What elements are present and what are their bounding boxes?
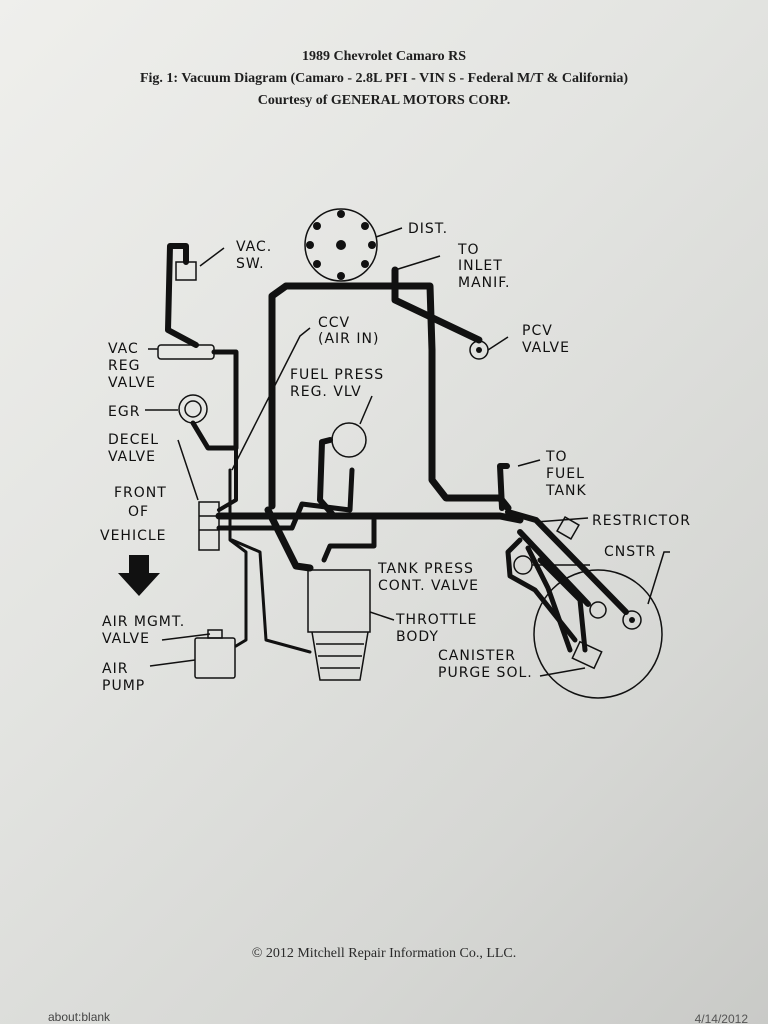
label-decel-line2: VALVE: [108, 449, 156, 465]
label-dist: DIST.: [408, 221, 448, 237]
label-egr: EGR: [108, 404, 140, 420]
label-tank-press-line2: CONT. VALVE: [378, 578, 479, 594]
label-front-line3: VEHICLE: [100, 528, 167, 544]
label-fuel-press-line2: REG. VLV: [290, 384, 362, 400]
label-front: FRONT: [114, 485, 167, 501]
label-to-inlet: TO: [457, 242, 480, 258]
label-canister-line2: PURGE SOL.: [438, 665, 533, 681]
label-canister: CANISTER: [438, 648, 516, 664]
label-air-pump-line2: PUMP: [102, 678, 145, 694]
fuel-pressure-regulator: [331, 422, 367, 458]
copyright-footer: © 2012 Mitchell Repair Information Co., …: [251, 946, 517, 961]
label-restrictor: RESTRICTOR: [592, 513, 691, 529]
label-to-inlet-line2: INLET: [458, 258, 503, 274]
pcv-valve: [469, 340, 489, 360]
label-vac-reg-line3: VALVE: [108, 375, 156, 391]
label-vac-reg-line2: REG: [108, 358, 140, 374]
label-fuel-press: FUEL PRESS: [290, 367, 384, 383]
label-to-fuel: TO: [545, 449, 568, 465]
decel-valve: [198, 501, 220, 551]
label-air-mgmt: AIR MGMT.: [102, 614, 185, 630]
header-courtesy: Courtesy of GENERAL MOTORS CORP.: [257, 93, 511, 108]
figure-header: 1989 Chevrolet Camaro RS Fig. 1: Vacuum …: [0, 46, 768, 112]
browser-date-text: 4/14/2012: [694, 1012, 748, 1024]
air-management-valve: [207, 629, 223, 639]
distributor: [304, 208, 378, 282]
leader-lines: [145, 227, 670, 677]
label-air-pump: AIR: [102, 661, 128, 677]
label-vac-sw: VAC.: [236, 239, 272, 255]
label-decel: DECEL: [108, 432, 159, 448]
vac-reg-valve: [157, 344, 215, 360]
header-vehicle: 1989 Chevrolet Camaro RS: [302, 49, 466, 64]
header-figure-title: Fig. 1: Vacuum Diagram (Camaro - 2.8L PF…: [139, 71, 629, 86]
egr-valve: [178, 394, 208, 424]
label-throttle-line2: BODY: [396, 629, 439, 645]
front-arrow-icon: [118, 555, 160, 596]
label-cnstr: CNSTR: [604, 544, 656, 560]
vacuum-hoses: [165, 243, 629, 654]
throttle-body: [307, 569, 371, 681]
label-tank-press: TANK PRESS: [377, 561, 474, 577]
label-to-fuel-line2: FUEL: [546, 466, 585, 482]
label-to-fuel-line3: TANK: [545, 483, 587, 499]
canister-purge-solenoid: [556, 516, 580, 540]
label-throttle: THROTTLE: [395, 612, 477, 628]
tank-pressure-control-valve: [513, 555, 533, 575]
label-pcv-line2: VALVE: [522, 340, 570, 356]
label-ccv: CCV: [318, 315, 350, 331]
label-ccv-line2: (AIR IN): [318, 331, 379, 347]
label-vac-sw-line2: SW.: [236, 256, 265, 272]
label-vac-reg: VAC: [108, 341, 139, 357]
label-to-inlet-line3: MANIF.: [458, 275, 511, 291]
charcoal-canister: [533, 569, 663, 699]
label-front-line2: OF: [128, 504, 149, 520]
air-pump: [194, 637, 236, 679]
browser-url-text: about:blank: [48, 1010, 111, 1024]
label-air-mgmt-line2: VALVE: [102, 631, 150, 647]
label-pcv: PCV: [522, 323, 553, 339]
